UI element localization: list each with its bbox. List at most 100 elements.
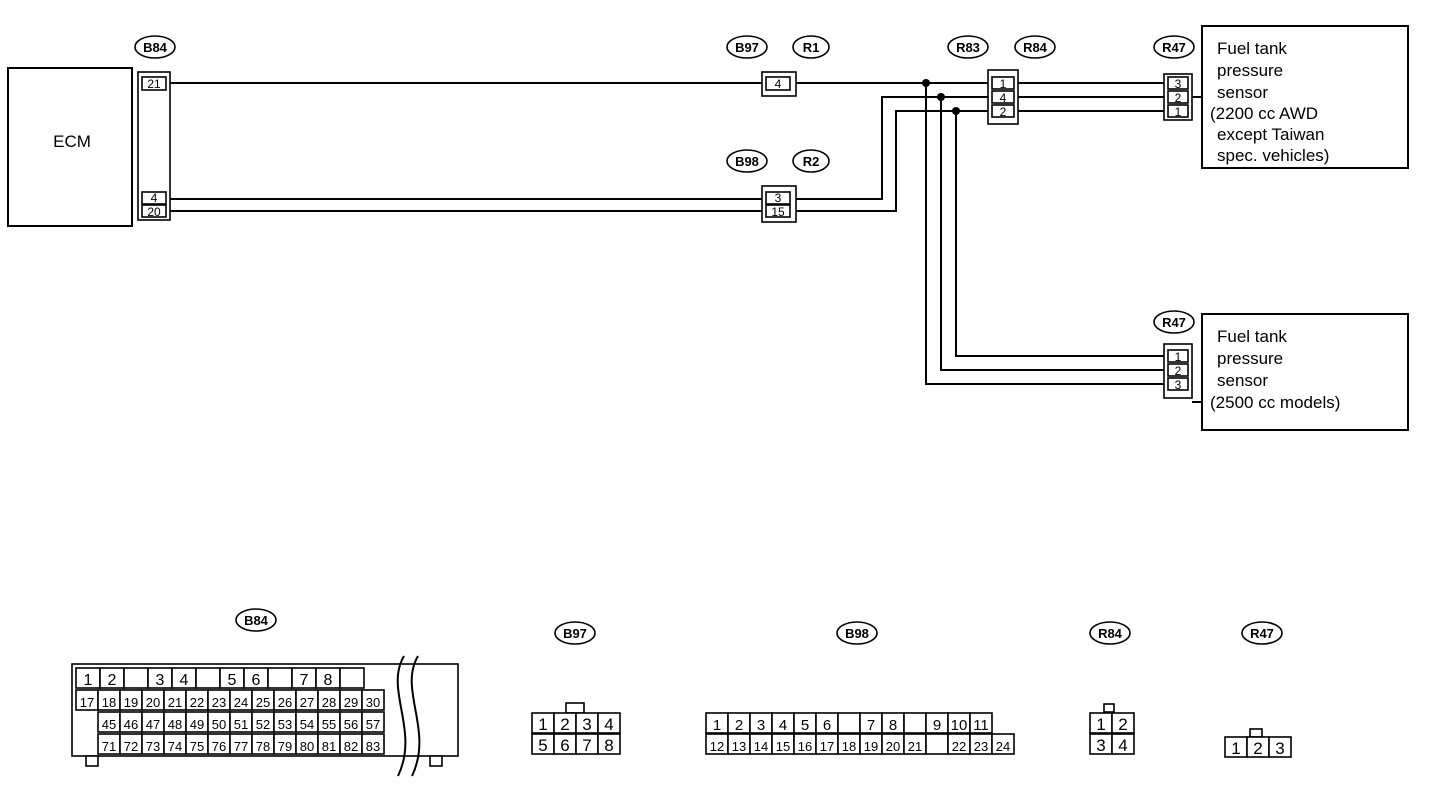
r47-pin-label: 2 bbox=[1253, 739, 1262, 758]
connector-b97-r1: 4 bbox=[761, 71, 797, 97]
r47-mid-pin-2: 2 bbox=[1175, 364, 1182, 378]
b84-pin-label: 23 bbox=[212, 695, 226, 710]
b84-pin-label: 80 bbox=[300, 739, 314, 754]
b84-pin-label: 29 bbox=[344, 695, 358, 710]
b98-pin-label: 20 bbox=[886, 739, 900, 754]
b84-pin-label: 30 bbox=[366, 695, 380, 710]
b84-pin-label: 25 bbox=[256, 695, 270, 710]
b98-pin-label: 9 bbox=[933, 717, 941, 734]
b97-pin-label: 2 bbox=[560, 715, 569, 734]
b84-pin-label: 83 bbox=[366, 739, 380, 754]
r84-pin-label: 2 bbox=[1118, 715, 1127, 734]
b84-pin-label: 72 bbox=[124, 739, 138, 754]
b84-pin-label: 51 bbox=[234, 717, 248, 732]
b84-cavity bbox=[195, 667, 221, 689]
r47-top-pin-3: 3 bbox=[1175, 77, 1182, 91]
r47-mid-pin-3: 3 bbox=[1175, 378, 1182, 392]
b84-pin-label: 57 bbox=[366, 717, 380, 732]
b84-pin-label: 75 bbox=[190, 739, 204, 754]
b98-pin-label: 6 bbox=[823, 717, 831, 734]
b84-pin-label: 52 bbox=[256, 717, 270, 732]
b97-cavity bbox=[597, 712, 621, 734]
b97-pin-label: 4 bbox=[604, 715, 613, 734]
b98-pin-label: 4 bbox=[779, 717, 787, 734]
b98-cavity bbox=[991, 733, 1015, 755]
b98-cavity bbox=[969, 712, 993, 734]
tag-b97-bottom: B97 bbox=[563, 626, 587, 641]
sensor-bottom-line-4: (2500 cc models) bbox=[1210, 393, 1340, 412]
b84-pin-label: 73 bbox=[146, 739, 160, 754]
b84-pin-label: 21 bbox=[168, 695, 182, 710]
b84-pin-label: 49 bbox=[190, 717, 204, 732]
sensor-top-line-1: Fuel tank bbox=[1217, 39, 1287, 58]
connector-tags-bottom: B84 B97 B98 R84 R47 bbox=[235, 608, 1283, 645]
sensor-top: Fuel tank pressure sensor (2200 cc AWD e… bbox=[1201, 25, 1409, 169]
b84-pin-label: 24 bbox=[234, 695, 248, 710]
b84-pin-label: 5 bbox=[228, 672, 237, 689]
tag-b98-top: B98 bbox=[735, 154, 759, 169]
r47-pin-label: 1 bbox=[1231, 739, 1240, 758]
b84-pin-label: 48 bbox=[168, 717, 182, 732]
b98-pin-15: 15 bbox=[771, 205, 785, 219]
connector-tags-top: B84 B97 R1 B98 R2 R83 R84 R47 R47 bbox=[134, 35, 1195, 334]
b84-pin-label: 77 bbox=[234, 739, 248, 754]
sensor-bottom-line-3: sensor bbox=[1217, 371, 1268, 390]
b98-pin-label: 16 bbox=[798, 739, 812, 754]
sensor-bottom-line-2: pressure bbox=[1217, 349, 1283, 368]
sensor-top-line-3: sensor bbox=[1217, 83, 1268, 102]
tag-b97-top: B97 bbox=[735, 40, 759, 55]
b84-pin-label: 2 bbox=[108, 672, 117, 689]
b98-pin-label: 24 bbox=[996, 739, 1010, 754]
b84-pin-label: 8 bbox=[324, 672, 333, 689]
ecm-unit: ECM 21 4 20 bbox=[7, 67, 171, 227]
ecm-label: ECM bbox=[53, 132, 91, 151]
b84-pin-label: 50 bbox=[212, 717, 226, 732]
tag-r84-top: R84 bbox=[1023, 40, 1048, 55]
r47-cavity bbox=[1268, 736, 1292, 758]
connector-b98-r2: 3 15 bbox=[761, 185, 797, 223]
b84-pin-label: 71 bbox=[102, 739, 116, 754]
b84-pin-label: 82 bbox=[344, 739, 358, 754]
ecm-pin-20: 20 bbox=[147, 205, 161, 219]
b84-pin-label: 74 bbox=[168, 739, 182, 754]
b84-pin-label: 79 bbox=[278, 739, 292, 754]
tag-r47-top: R47 bbox=[1162, 40, 1186, 55]
ecm-pin-21: 21 bbox=[147, 77, 161, 91]
b98-pin-label: 14 bbox=[754, 739, 768, 754]
tag-b98-bottom: B98 bbox=[845, 626, 869, 641]
b98-pin-label: 7 bbox=[867, 717, 875, 734]
r84-pin-label: 4 bbox=[1118, 736, 1127, 755]
r84-pin-1: 1 bbox=[1000, 77, 1007, 91]
b98-pin-label: 12 bbox=[710, 739, 724, 754]
b84-pin-label: 76 bbox=[212, 739, 226, 754]
connector-r47-top: 3 2 1 bbox=[1163, 73, 1202, 121]
b84-pin-label: 78 bbox=[256, 739, 270, 754]
b84-cavity bbox=[339, 667, 365, 689]
b98-pin-label: 8 bbox=[889, 717, 897, 734]
r84-pin-2: 2 bbox=[1000, 105, 1007, 119]
b98-pin-label: 3 bbox=[757, 717, 765, 734]
connector-r83-r84: 1 4 2 bbox=[987, 69, 1019, 125]
b84-cavity bbox=[267, 667, 293, 689]
b84-pin-label: 46 bbox=[124, 717, 138, 732]
sensor-bottom-line-1: Fuel tank bbox=[1217, 327, 1287, 346]
b84-pin-label: 3 bbox=[156, 672, 165, 689]
tag-b84-top: B84 bbox=[143, 40, 168, 55]
b98-cavity bbox=[837, 712, 861, 734]
b84-pin-label: 26 bbox=[278, 695, 292, 710]
r47-top-pin-1: 1 bbox=[1175, 105, 1182, 119]
wires bbox=[170, 79, 1168, 385]
b97-pin-label: 3 bbox=[582, 715, 591, 734]
b84-pin-label: 4 bbox=[180, 672, 189, 689]
b98-pin-label: 17 bbox=[820, 739, 834, 754]
b98-cavity bbox=[903, 712, 927, 734]
b98-pin-label: 10 bbox=[951, 717, 968, 734]
tag-b84-bottom: B84 bbox=[244, 613, 269, 628]
b98-cavity bbox=[925, 733, 949, 755]
sensor-top-line-4: (2200 cc AWD bbox=[1210, 104, 1318, 123]
b98-pin-label: 15 bbox=[776, 739, 790, 754]
